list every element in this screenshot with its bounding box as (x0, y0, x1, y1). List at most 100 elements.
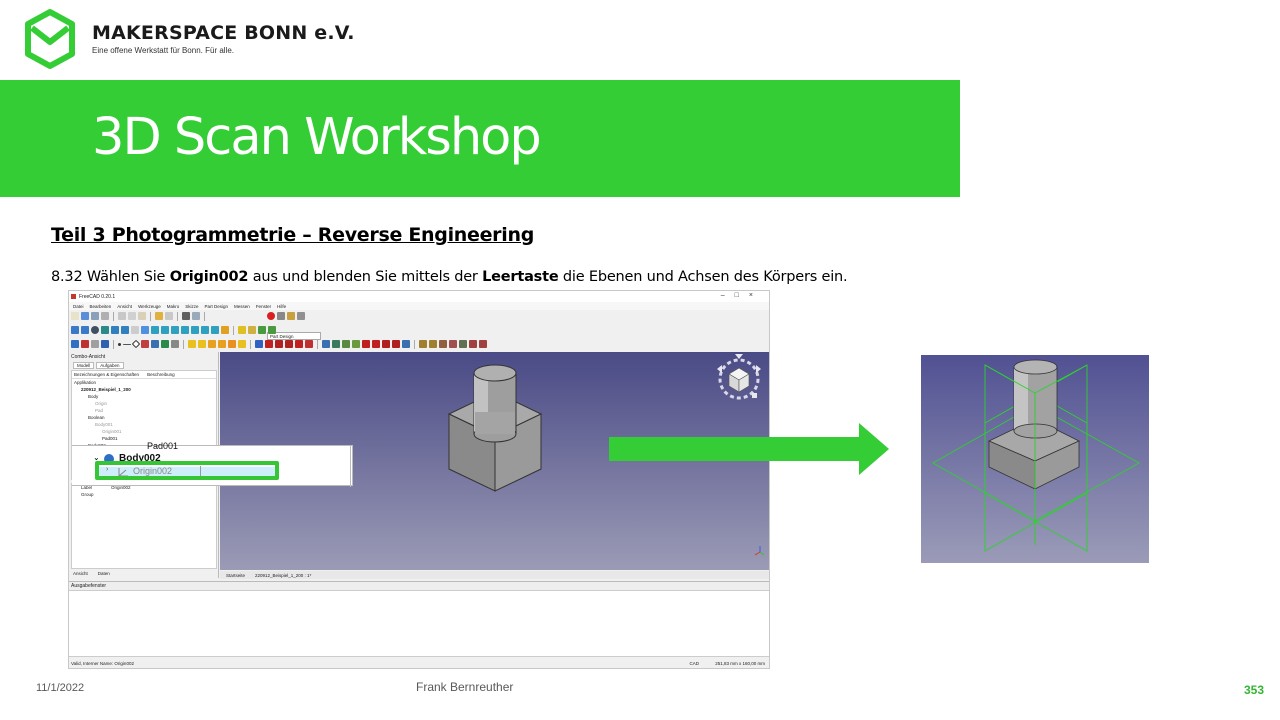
draw-style-icon[interactable] (91, 326, 99, 334)
group-icon[interactable] (248, 326, 256, 334)
window-controls[interactable]: –□× (720, 292, 763, 299)
print-icon[interactable] (101, 312, 109, 320)
datum-plane-icon[interactable] (131, 339, 141, 349)
property-tab[interactable]: Ansicht (73, 571, 88, 576)
sketch-icon[interactable] (81, 340, 89, 348)
property-tab[interactable]: Daten (97, 571, 110, 576)
sub-shape-binder-icon[interactable] (161, 340, 169, 348)
menu-item[interactable]: Ansicht (117, 303, 133, 309)
measure-refresh-icon[interactable] (439, 340, 447, 348)
menu-item[interactable]: Hilfe (277, 303, 287, 309)
menu-item[interactable]: Messen (234, 303, 250, 309)
workbench-select[interactable]: Part Design (267, 332, 321, 340)
open-file-icon[interactable] (81, 312, 89, 320)
menu-item[interactable]: Part Design (204, 303, 229, 309)
zoom-body-label[interactable]: Body002 (119, 453, 161, 464)
chevron-right-icon[interactable]: › (106, 466, 109, 473)
menu-item[interactable]: Fenster (255, 303, 272, 309)
fit-selection-icon[interactable] (81, 326, 89, 334)
loft-icon[interactable] (208, 340, 216, 348)
tree-item[interactable]: Boolean (72, 414, 216, 421)
view-top-icon[interactable] (171, 326, 179, 334)
measure-linear-icon[interactable] (419, 340, 427, 348)
local-cs-icon[interactable] (141, 340, 149, 348)
paste-icon[interactable] (138, 312, 146, 320)
tree-item[interactable]: Body001 (72, 421, 216, 428)
navigation-style[interactable]: CAD (689, 661, 699, 666)
zoom-pad-label[interactable]: Pad001 (147, 441, 179, 451)
linear-pattern-icon[interactable] (332, 340, 340, 348)
new-file-icon[interactable] (71, 312, 79, 320)
save-icon[interactable] (91, 312, 99, 320)
back-icon[interactable] (111, 326, 119, 334)
tree-item[interactable]: Applikation (72, 379, 216, 386)
measure-3d-icon[interactable] (469, 340, 477, 348)
measure-clear-icon[interactable] (449, 340, 457, 348)
sync-view-icon[interactable] (131, 326, 139, 334)
helix-icon[interactable] (228, 340, 236, 348)
view-isometric-icon[interactable] (151, 326, 159, 334)
hole-icon[interactable] (265, 340, 273, 348)
property-row[interactable]: Group (72, 491, 216, 498)
multi-transform-icon[interactable] (352, 340, 360, 348)
chamfer-icon[interactable] (372, 340, 380, 348)
body-icon[interactable] (71, 340, 79, 348)
pad-icon[interactable] (188, 340, 196, 348)
run-macro-icon[interactable] (297, 312, 305, 320)
menu-item[interactable]: Skizze (185, 303, 199, 309)
copy-icon[interactable] (128, 312, 136, 320)
measure-delta-icon[interactable] (479, 340, 487, 348)
combo-tab[interactable]: Modell (73, 362, 95, 369)
link-actions-icon[interactable] (268, 326, 276, 334)
menu-item[interactable]: Makro (166, 303, 180, 309)
view-left-icon[interactable] (211, 326, 219, 334)
view-rear-icon[interactable] (191, 326, 199, 334)
revolution-icon[interactable] (198, 340, 206, 348)
navigation-cube[interactable] (717, 354, 761, 400)
combo-tab[interactable]: Aufgaben (96, 362, 124, 369)
subtractive-pipe-icon[interactable] (295, 340, 303, 348)
pipe-icon[interactable] (218, 340, 226, 348)
groove-icon[interactable] (275, 340, 283, 348)
zoom-selected-row[interactable] (95, 467, 275, 476)
refresh-icon[interactable] (182, 312, 190, 320)
undo-icon[interactable] (155, 312, 163, 320)
datum-line-icon[interactable] (123, 343, 131, 345)
forward-icon[interactable] (121, 326, 129, 334)
whats-this-icon[interactable] (192, 312, 200, 320)
additive-primitive-icon[interactable] (238, 340, 246, 348)
thickness-icon[interactable] (392, 340, 400, 348)
clone-icon[interactable] (151, 340, 159, 348)
tree-item[interactable]: Pad001 (72, 435, 216, 442)
tree-item[interactable]: Origin (72, 400, 216, 407)
expand-caret-icon[interactable]: ⌄ (93, 453, 100, 462)
measure-toggle-icon[interactable] (459, 340, 467, 348)
part-icon[interactable] (238, 326, 246, 334)
measure-angular-icon[interactable] (429, 340, 437, 348)
tree-item[interactable]: Body (72, 393, 216, 400)
tree-item[interactable]: Pad (72, 407, 216, 414)
measure-icon[interactable] (221, 326, 229, 334)
subtractive-loft-icon[interactable] (285, 340, 293, 348)
document-tab[interactable]: Startseite (226, 572, 246, 578)
pocket-icon[interactable] (255, 340, 263, 348)
subtractive-primitive-icon[interactable] (305, 340, 313, 348)
zoom-origin-label[interactable]: Origin002 (133, 466, 173, 476)
datum-point-icon[interactable] (118, 342, 121, 346)
boolean-icon[interactable] (402, 340, 410, 348)
polar-pattern-icon[interactable] (342, 340, 350, 348)
cut-icon[interactable] (118, 312, 126, 320)
view-bottom-icon[interactable] (201, 326, 209, 334)
shape-binder-icon[interactable] (101, 340, 109, 348)
zoom-icon[interactable] (141, 326, 149, 334)
edit-macro-icon[interactable] (287, 312, 295, 320)
bounding-box-icon[interactable] (101, 326, 109, 334)
tree-item[interactable]: 220912_Beispiel_1_200 (72, 386, 216, 393)
validate-sketch-icon[interactable] (91, 340, 99, 348)
mirrored-icon[interactable] (322, 340, 330, 348)
stop-macro-icon[interactable] (277, 312, 285, 320)
view-right-icon[interactable] (181, 326, 189, 334)
menu-item[interactable]: Werkzeuge (138, 303, 161, 309)
shape-icon[interactable] (171, 340, 179, 348)
